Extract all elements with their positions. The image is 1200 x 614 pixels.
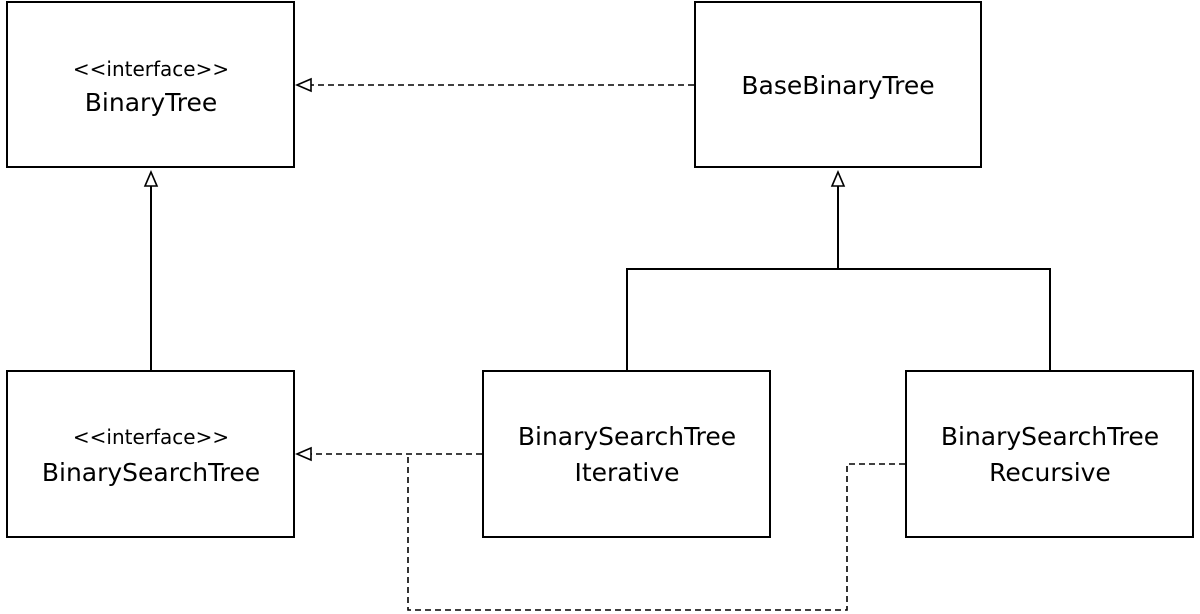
realization-recursive-to-bst — [407, 454, 905, 611]
class-name-line2: Iterative — [574, 458, 679, 487]
class-name-line1: BinarySearchTree — [518, 422, 736, 451]
connectors — [143, 77, 1051, 611]
generalization-branch — [626, 268, 1051, 370]
realization-arrowhead — [294, 77, 312, 93]
generalization-arrowhead — [143, 169, 159, 187]
class-binary-search-tree: <<interface>> BinarySearchTree — [6, 370, 295, 538]
class-name: BaseBinaryTree — [741, 71, 934, 100]
generalization-arrowhead — [830, 169, 846, 187]
class-binary-tree: <<interface>> BinaryTree — [6, 1, 295, 168]
class-bst-iterative: BinarySearchTree Iterative — [482, 370, 771, 538]
stereotype-label: <<interface>> — [73, 425, 229, 449]
stereotype-label: <<interface>> — [73, 57, 229, 81]
class-name: BinarySearchTree — [42, 458, 260, 487]
class-name-line2: Recursive — [989, 458, 1111, 487]
class-base-binary-tree: BaseBinaryTree — [694, 1, 982, 168]
class-name: BinaryTree — [85, 88, 217, 117]
class-bst-recursive: BinarySearchTree Recursive — [905, 370, 1194, 538]
realization-arrowhead — [294, 446, 312, 462]
class-name-line1: BinarySearchTree — [941, 422, 1159, 451]
